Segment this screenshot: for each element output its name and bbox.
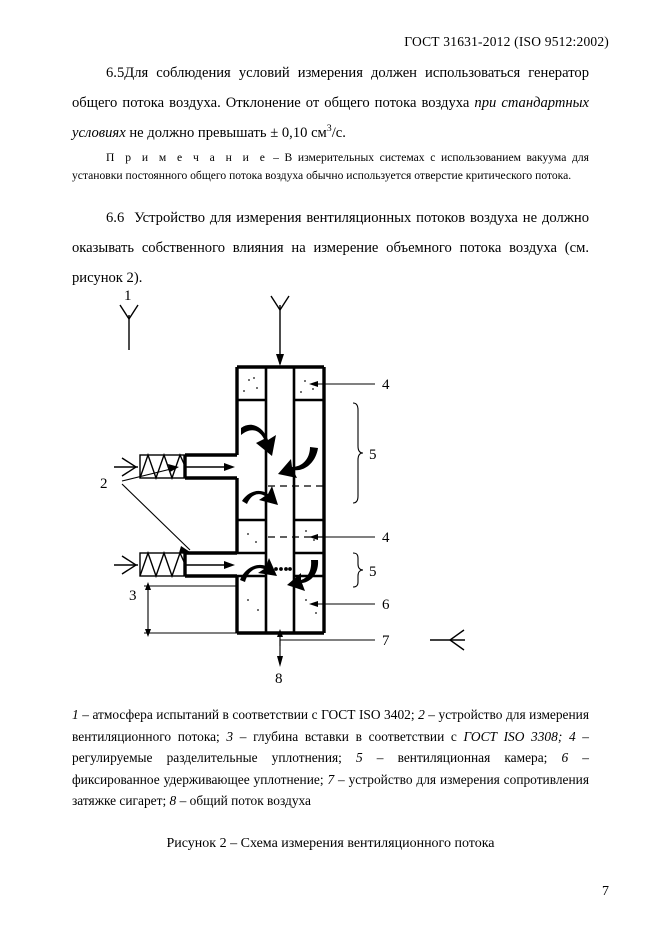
- legend-num-7: 7: [327, 771, 335, 787]
- legend-num-2: 2: [418, 707, 425, 722]
- callout-1-arrow: [119, 304, 139, 350]
- flow-arrow-lower-left: [240, 558, 277, 582]
- callout-3-label: 3: [129, 588, 137, 604]
- flow-arrow-upper-right: [278, 447, 318, 478]
- clause-6-5-italic-phrase: при стандартных условиях: [72, 95, 589, 141]
- callout-8-arrow: [277, 640, 283, 667]
- inlet-flow-arrow-top: [270, 295, 290, 366]
- callout-6-label: 6: [382, 597, 390, 613]
- figure-2-diagram: .ln { stroke:#000; stroke-width:1.4; fil…: [72, 288, 589, 688]
- callout-4-top-label: 4: [382, 377, 390, 393]
- document-header-standard-ref: ГОСТ 31631-2012 (ISO 9512:2002): [404, 34, 609, 49]
- legend-num-8: 8: [169, 793, 177, 808]
- legend-gost-ref: ГОСТ ISO 3308;: [463, 728, 563, 744]
- suction-direction-arrow: [430, 629, 465, 651]
- seal-centerlines: [268, 485, 324, 538]
- legend-text-5: – вентиляционная камера;: [362, 750, 562, 765]
- note-block: П р и м е ч а н и е – В измерительных си…: [72, 149, 589, 184]
- clause-6-5-text-part3: /с.: [331, 125, 346, 141]
- legend-text-1: – атмосфера испытаний в соответствии с Г…: [78, 707, 419, 722]
- note-label: П р и м е ч а н и е: [106, 151, 268, 164]
- seal-stipple-texture: [243, 377, 317, 614]
- callout-5-lower-brace: [352, 552, 364, 588]
- note-paragraph: П р и м е ч а н и е – В измерительных си…: [72, 149, 589, 184]
- legend-num-1: 1: [72, 707, 79, 722]
- callout-8-label: 8: [275, 671, 283, 687]
- callout-5-upper-label: 5: [369, 447, 377, 463]
- flow-arrow-mid-left: [242, 486, 278, 505]
- flow-arrow-lower-right: [287, 560, 319, 591]
- cigarette-perforation-row: [269, 567, 292, 571]
- legend-text-2: – устройство для измерения вентиляционно…: [72, 707, 589, 744]
- figure-caption: Рисунок 2 – Схема измерения вентиляционн…: [166, 836, 495, 851]
- clause-6-5-number: 6.5: [106, 65, 125, 81]
- callout-7-label: 7: [382, 633, 390, 649]
- flow-meter-upper: [114, 452, 235, 481]
- callout-5-lower-label: 5: [369, 564, 377, 580]
- clause-6-5-text-part2: не должно превышать ± 0,10 см: [125, 125, 327, 141]
- callout-2-label: 2: [100, 476, 108, 492]
- legend-text-8: – общий поток воздуха: [176, 793, 311, 808]
- callout-2-leaders: [121, 464, 193, 554]
- callout-4-mid-label: 4: [382, 530, 390, 546]
- callout-3-dimension: [144, 582, 324, 637]
- callout-5-upper-brace: [352, 402, 364, 504]
- device-body-outline: [183, 365, 326, 635]
- legend-num-3: 3: [226, 728, 234, 744]
- clause-6-5-block: 6.5Для соблюдения условий измерения долж…: [72, 58, 589, 148]
- legend-text-6: – фиксированное удерживающее уплотнение;: [72, 750, 589, 787]
- clause-6-5-paragraph: 6.5Для соблюдения условий измерения долж…: [72, 58, 589, 148]
- seal-bands: [237, 398, 324, 578]
- clause-6-6-paragraph: 6.6 Устройство для измерения вентиляцион…: [72, 203, 589, 293]
- figure-caption-block: Рисунок 2 – Схема измерения вентиляционн…: [72, 836, 589, 852]
- flow-arrow-upper-left: [241, 424, 276, 456]
- legend-num-6: 6: [561, 750, 569, 765]
- callout-6-leader: [309, 601, 375, 607]
- clause-6-5-text-part1: Для соблюдения условий измерения должен …: [72, 65, 589, 111]
- figure-legend-block: 1 – атмосфера испытаний в соответствии с…: [72, 704, 589, 812]
- callout-1-label: 1: [124, 288, 132, 304]
- callout-4-top-leader: [309, 381, 375, 387]
- legend-num-4: 4: [568, 728, 576, 744]
- legend-text-7: – устройство для измерения сопротивления…: [72, 771, 589, 809]
- figure-legend: 1 – атмосфера испытаний в соответствии с…: [72, 704, 589, 812]
- clause-6-6-text: Устройство для измерения вентиляционных …: [72, 210, 589, 286]
- page-number: 7: [602, 884, 609, 899]
- legend-text-3: – глубина вставки в соответствии с: [233, 728, 464, 744]
- clause-6-6-number: 6.6: [106, 210, 125, 226]
- legend-num-5: 5: [356, 750, 363, 765]
- clause-6-6-block: 6.6 Устройство для измерения вентиляцион…: [72, 203, 589, 293]
- legend-text-4: – регулируемые разделительные уплотнения…: [72, 728, 589, 766]
- flow-meter-lower: [114, 550, 235, 579]
- clause-6-5-superscript: 3: [326, 123, 332, 135]
- callout-4-mid-leader: [309, 534, 375, 540]
- note-text: – В измерительных системах с использован…: [72, 151, 589, 182]
